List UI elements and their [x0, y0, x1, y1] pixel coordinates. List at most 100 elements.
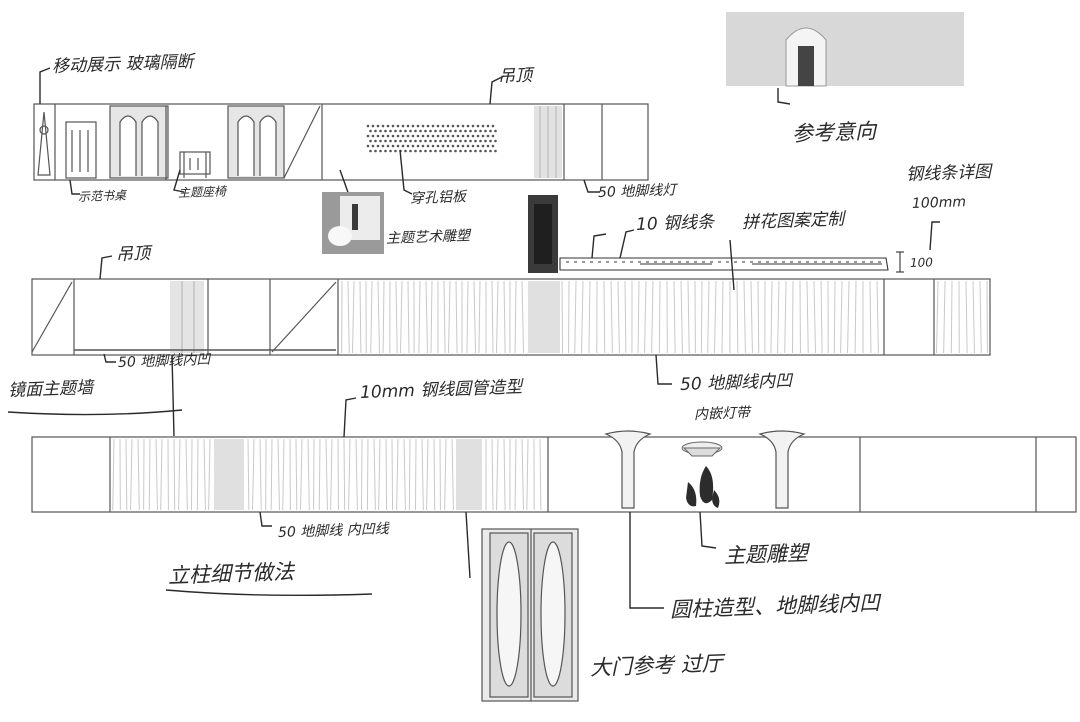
perforation-dot: [429, 129, 432, 133]
annotation-perforated-panel: 穿孔铝板: [409, 189, 467, 207]
perforation-dot: [381, 144, 385, 148]
perforation-dot: [381, 124, 385, 128]
perforation-dot: [446, 124, 450, 128]
elevation-row-2-frame: [31, 278, 991, 356]
texture-line: [979, 280, 982, 354]
perforation-dot: [476, 134, 480, 138]
perforation-dot: [444, 129, 447, 133]
reference-photo-top-right: [726, 12, 964, 87]
perforation-dot: [456, 124, 460, 128]
texture-line: [451, 438, 454, 511]
texture-line: [743, 280, 746, 354]
pendant-lamp-symbol: [681, 441, 723, 457]
perforation-dot: [424, 129, 427, 133]
texture-line: [373, 438, 376, 511]
texture-line: [473, 280, 476, 354]
texture-line: [348, 438, 351, 511]
texture-line: [813, 280, 816, 354]
perforation-dot: [406, 144, 410, 148]
texture-line: [503, 280, 506, 354]
texture-line: [418, 280, 421, 354]
texture-line: [644, 280, 647, 354]
texture-line: [370, 280, 373, 354]
perforation-dot: [386, 144, 390, 148]
perforation-dot: [401, 144, 405, 148]
annotation-desk-display: 示范书桌: [77, 188, 127, 204]
perforation-dot: [369, 149, 372, 153]
perforation-dot: [391, 134, 395, 138]
perforation-dot: [419, 129, 422, 133]
annotation-column-detail: 立柱细节做法: [167, 559, 295, 588]
perforation-dot: [366, 134, 370, 138]
perforation-dot: [439, 139, 442, 143]
texture-line: [125, 438, 128, 511]
texture-line: [173, 438, 176, 511]
texture-line: [444, 438, 447, 511]
perforation-dot: [434, 139, 437, 143]
texture-line: [561, 280, 564, 354]
perforation-dot: [441, 134, 445, 138]
perforation-dot: [414, 129, 417, 133]
texture-line: [359, 280, 362, 354]
perforation-dot: [411, 144, 415, 148]
texture-line: [784, 280, 787, 354]
perforation-dot: [486, 134, 490, 138]
perforation-dot: [441, 144, 445, 148]
perforation-dot: [489, 149, 492, 153]
perforation-dot: [456, 144, 460, 148]
perforation-dot: [374, 149, 377, 153]
texture-line: [282, 438, 285, 511]
perforation-dot: [379, 149, 382, 153]
texture-line: [318, 438, 321, 511]
perforation-dot: [394, 139, 397, 143]
perforation-dot: [481, 144, 485, 148]
texture-line: [840, 280, 843, 354]
perforation-dot: [459, 149, 462, 153]
perforation-dot: [431, 134, 435, 138]
texture-line: [680, 280, 683, 354]
perforation-dot: [376, 144, 380, 148]
texture-line: [252, 438, 255, 511]
perforation-dot: [366, 124, 370, 128]
texture-line: [112, 438, 115, 511]
texture-line: [496, 438, 499, 511]
texture-line: [521, 280, 524, 354]
annotation-floor-light-trough: 50 地脚线灯: [597, 182, 677, 201]
texture-line: [539, 438, 542, 511]
perforation-dot: [426, 144, 430, 148]
perforation-dot: [431, 124, 435, 128]
perforation-dot: [491, 124, 495, 128]
annotation-ceiling-custom: 拼花图案定制: [741, 209, 845, 233]
perforation-dot: [389, 149, 392, 153]
perforation-dot: [406, 134, 410, 138]
perforation-dot: [446, 144, 450, 148]
perforation-dot: [436, 134, 440, 138]
perforation-dot: [386, 134, 390, 138]
annotation-glass-partition: 移动展示 玻璃隔断: [51, 52, 194, 77]
perforation-dot: [404, 139, 407, 143]
perforation-dot: [441, 124, 445, 128]
perforation-dot: [379, 139, 382, 143]
texture-line: [700, 280, 703, 354]
texture-line: [443, 280, 446, 354]
perforation-dot: [486, 124, 490, 128]
perforation-dot: [474, 149, 477, 153]
texture-line: [806, 280, 809, 354]
annotation-sculpture-corner: 主题艺术雕塑: [385, 228, 471, 247]
texture-line: [414, 438, 417, 511]
texture-line: [514, 280, 517, 354]
perforation-dot: [374, 129, 377, 133]
display-chair-symbol: [179, 151, 211, 175]
texture-line: [514, 438, 517, 511]
perforation-dot: [399, 129, 402, 133]
texture-line: [820, 280, 823, 354]
perforation-dot: [476, 144, 480, 148]
texture-line: [430, 280, 433, 354]
perforation-dot: [434, 149, 437, 153]
texture-line: [847, 280, 850, 354]
texture-line: [455, 280, 458, 354]
texture-line: [491, 280, 494, 354]
annotation-chair-display: 主题座椅: [177, 184, 227, 200]
texture-line: [965, 280, 968, 354]
